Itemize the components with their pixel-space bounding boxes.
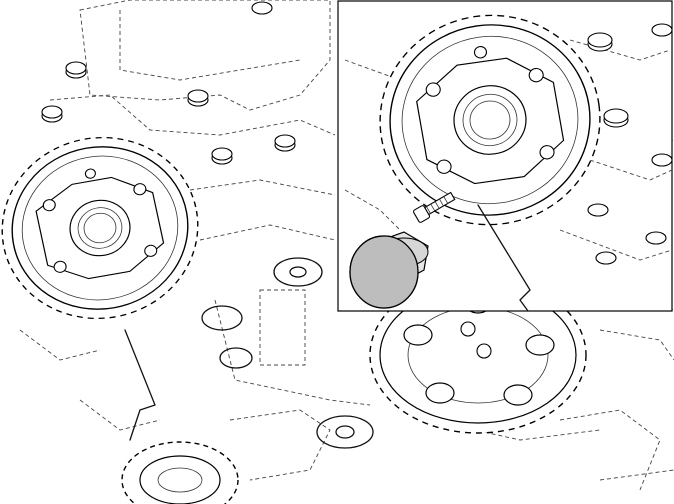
washer-plugs — [201, 257, 374, 449]
left-camshaft-gear — [1, 136, 199, 320]
retaining-bolt — [413, 191, 456, 223]
cylinder-head-bolts — [41, 1, 296, 165]
cap-plug — [349, 231, 429, 309]
right-camshaft-gear — [369, 276, 587, 434]
leader-line-inset — [477, 204, 531, 312]
detail-inset — [337, 0, 673, 312]
leader-line-left — [124, 329, 156, 441]
crankshaft-sprocket — [121, 441, 239, 504]
inset-camshaft-gear — [379, 14, 601, 226]
